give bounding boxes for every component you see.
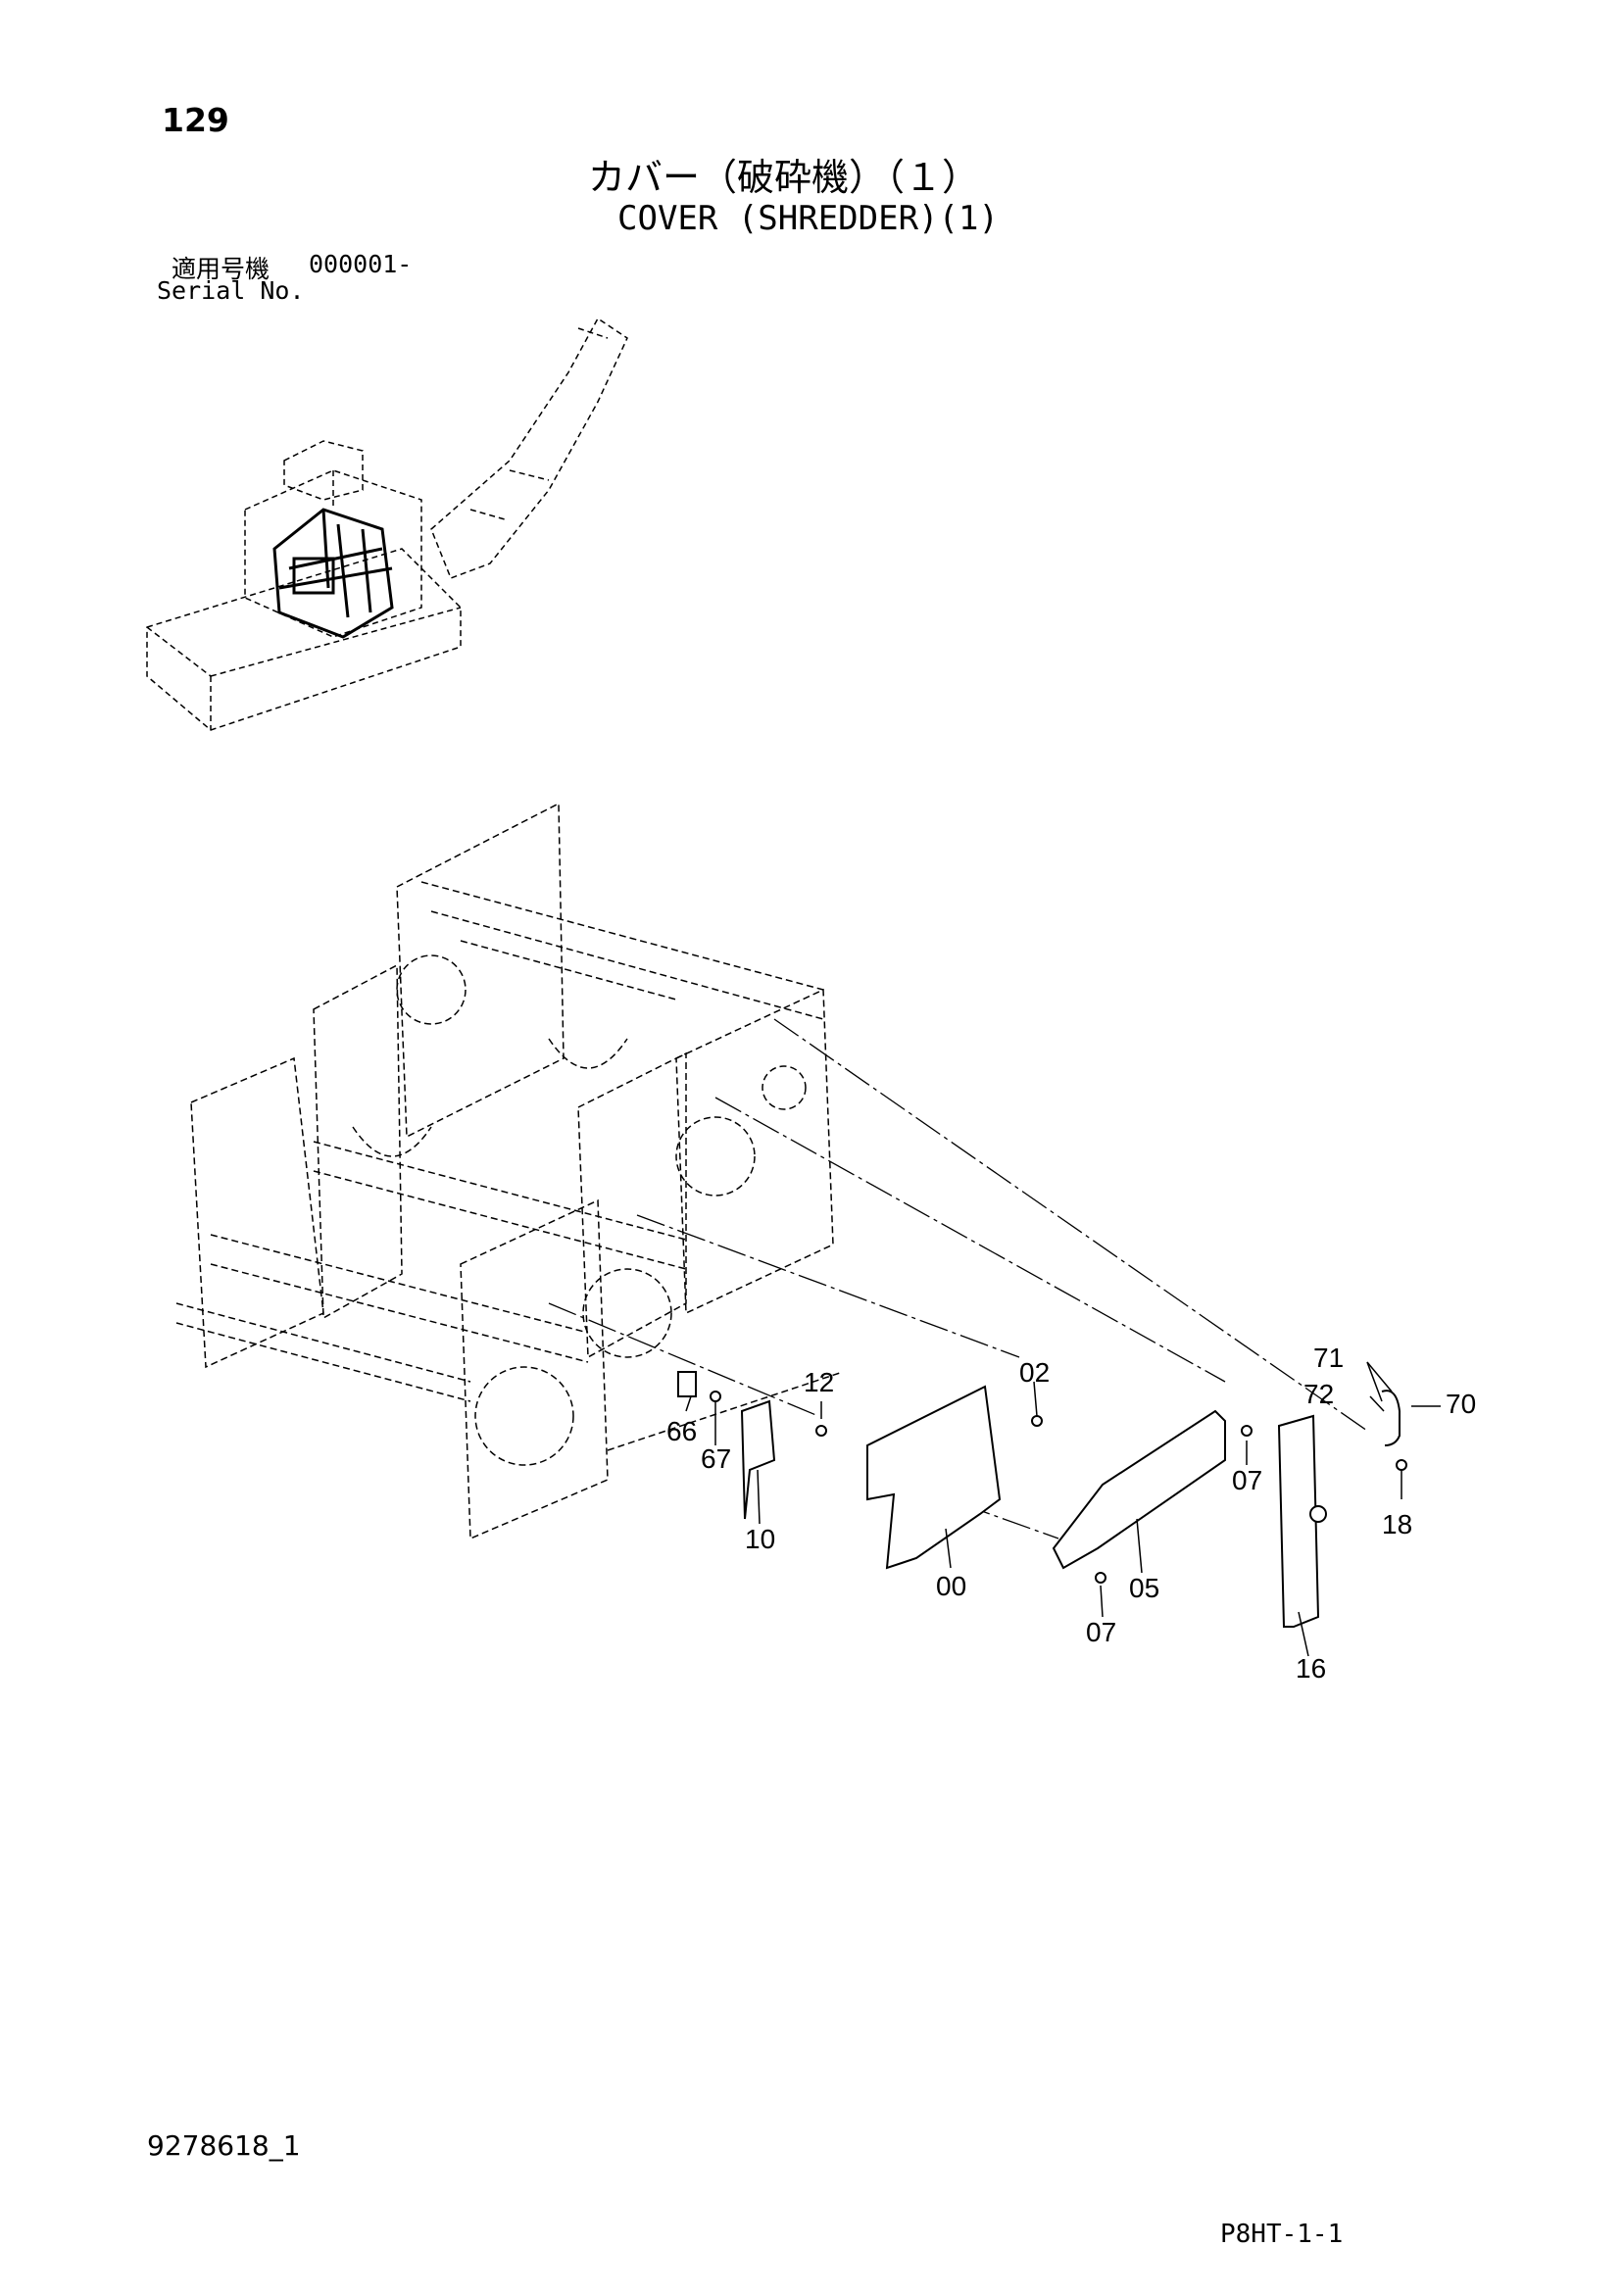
drawing-number: 9278618_1 <box>147 2129 301 2162</box>
callout-16: 16 <box>1296 1653 1326 1684</box>
callout-71: 71 <box>1313 1343 1344 1373</box>
callout-05: 05 <box>1129 1573 1159 1603</box>
serial-label-english: Serial No. <box>157 276 305 305</box>
serial-value: 000001- <box>309 250 413 278</box>
callout-67: 67 <box>701 1443 731 1474</box>
callout-70: 70 <box>1446 1389 1476 1419</box>
page-title-english: COVER (SHREDDER)(1) <box>617 199 999 238</box>
callout-07: 07 <box>1232 1465 1262 1495</box>
callout-72: 72 <box>1303 1379 1334 1409</box>
callout-07b: 07 <box>1086 1617 1116 1647</box>
callout-66: 66 <box>666 1416 697 1446</box>
callout-18: 18 <box>1382 1509 1412 1539</box>
page-title-japanese: カバー（破砕機）（１） <box>588 156 980 199</box>
callout-00: 00 <box>936 1571 966 1601</box>
callout-10: 10 <box>745 1524 775 1554</box>
callout-02: 02 <box>1019 1357 1050 1388</box>
serial-label-japanese: 適用号機 <box>172 255 270 283</box>
callout-12: 12 <box>804 1367 834 1397</box>
page-number: 129 <box>162 101 229 139</box>
page-code: P8HT-1-1 <box>1220 2220 1344 2249</box>
